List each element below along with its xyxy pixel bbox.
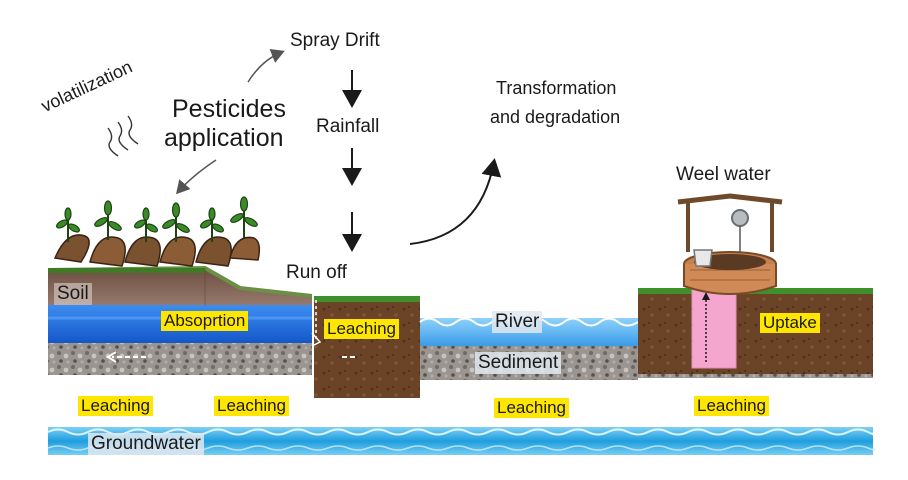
groundwater-label: Groundwater [88, 433, 204, 455]
right-soil-block [638, 288, 873, 374]
leaching-block-label: Leaching [324, 319, 400, 339]
well-pipe [691, 285, 737, 369]
absorption-label: Absoprtion [161, 311, 249, 331]
rainfall-label: Rainfall [316, 116, 380, 137]
weel-water-label: Weel water [676, 164, 771, 185]
pesticides-application-line1: Pesticides [172, 95, 286, 123]
flow-arrows [106, 48, 502, 363]
transformation-line2: and degradation [490, 107, 621, 127]
transformation-line1: Transformation [496, 78, 617, 98]
leaching-label-3: Leaching [494, 398, 570, 418]
pesticides-application-line2: application [164, 124, 284, 152]
leaching-soil-block [311, 296, 420, 398]
run-off-label: Run off [286, 262, 347, 283]
spray-drift-label: Spray Drift [290, 30, 380, 51]
leaching-label-4: Leaching [694, 396, 770, 416]
river-label: River [492, 311, 543, 333]
well-icon [677, 193, 783, 295]
sediment-label: Sediment [475, 352, 562, 374]
leaching-label-1: Leaching [78, 396, 154, 416]
uptake-label: Uptake [760, 313, 820, 333]
leaching-label-2: Leaching [214, 396, 290, 416]
soil-label: Soil [54, 283, 92, 305]
crop-field-icon [53, 196, 261, 267]
